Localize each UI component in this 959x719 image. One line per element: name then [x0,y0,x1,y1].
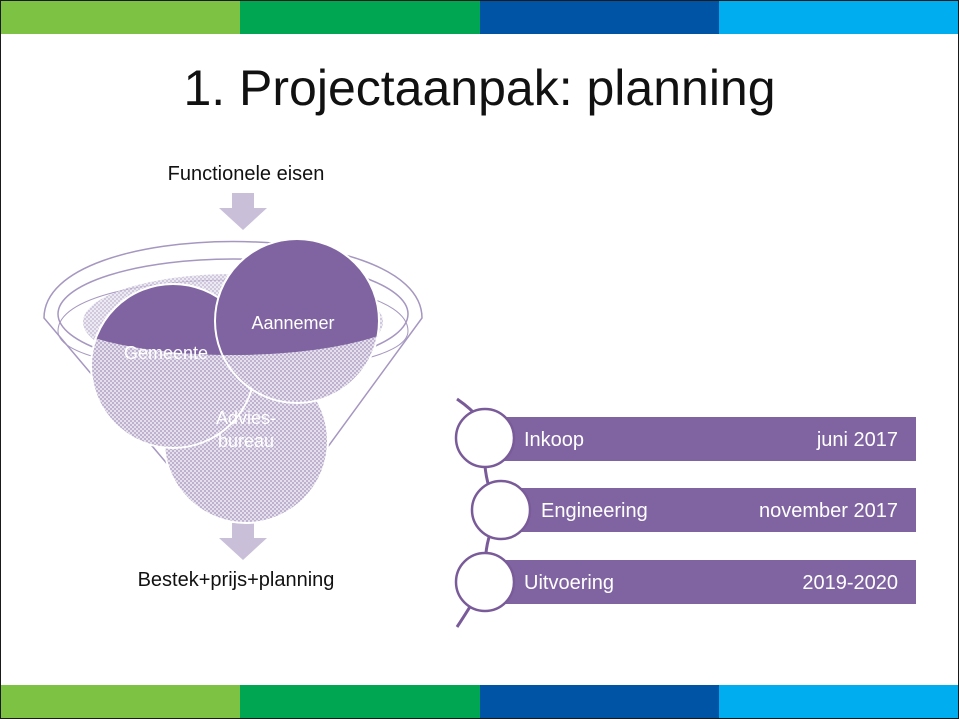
phase-uitvoering: Uitvoering [524,572,614,594]
bar-segment-green-light [1,1,241,34]
funnel-output-label: Bestek+prijs+planning [137,569,335,591]
bar-segment-blue [479,685,719,718]
circle-gemeente-top [90,283,256,355]
label-gemeente: Gemeente [124,343,208,363]
timeline: Inkoop juni 2017 Engineering november 20… [454,397,916,628]
bottom-color-bar [1,685,958,718]
bar-segment-green [240,685,480,718]
phase-inkoop: Inkoop [524,429,584,451]
bar-segment-blue [479,1,719,34]
bar-segment-cyan [718,685,958,718]
date-inkoop: juni 2017 [816,429,898,451]
label-aannemer: Aannemer [251,313,334,333]
bar-segment-green [240,1,480,34]
timeline-node-engineering [470,479,532,541]
bar-segment-green-light [1,685,241,718]
top-color-bar [1,1,958,34]
phase-engineering: Engineering [541,500,648,522]
arrow-down-icon [219,193,267,230]
date-engineering: november 2017 [759,500,898,522]
date-uitvoering: 2019-2020 [802,572,898,594]
bar-segment-cyan [718,1,958,34]
label-advies: Advies- [216,408,276,428]
funnel-input-label: Functionele eisen [167,163,325,185]
timeline-node-uitvoering [454,551,516,613]
timeline-bar-uitvoering [489,560,916,604]
arrow-down-icon [219,523,267,560]
timeline-bar-inkoop [489,417,916,461]
label-bureau: bureau [218,431,274,451]
timeline-bar-engineering [506,488,916,532]
timeline-node-inkoop [454,407,516,469]
circle-aannemer-top [214,238,380,355]
slide-title: 1. Projectaanpak: planning [183,60,776,116]
